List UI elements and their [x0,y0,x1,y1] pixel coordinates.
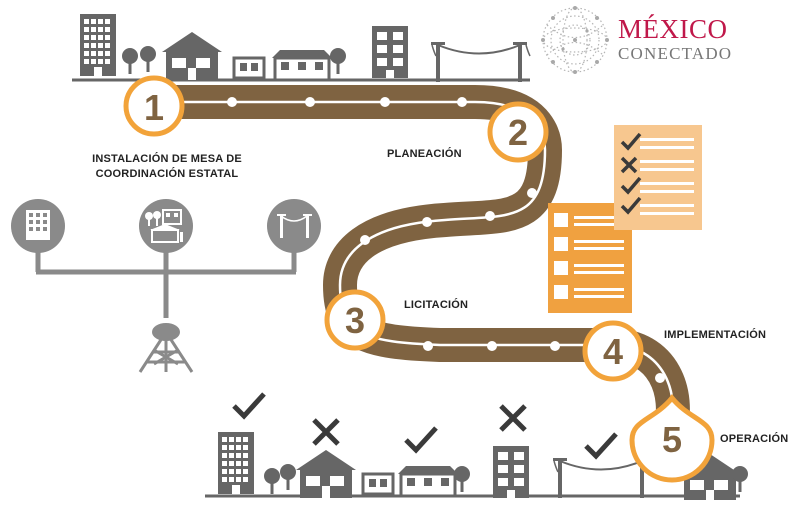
step-1-label-line: INSTALACIÓN DE MESA DE [92,153,242,165]
step-4-label: IMPLEMENTACIÓN [664,329,767,341]
top-skyline [72,14,531,83]
apartment-icon [493,446,529,498]
power-line-icon [430,41,531,83]
step-marker-3: 3 [324,289,386,351]
check-icon [234,394,264,416]
check-icon [406,428,436,450]
house-icon [296,450,356,498]
step-number: 1 [144,87,164,128]
checklist-icon [548,125,702,313]
tree-icon [264,468,280,494]
step-2-label: PLANEACIÓN [387,148,462,160]
step-marker-4: 4 [582,320,644,382]
office-building-icon [218,432,254,494]
apartment-icon [372,26,408,78]
step-1-label-line: COORDINACIÓN ESTATAL [95,168,239,180]
step-number: 5 [662,419,682,460]
road-waypoints [227,97,665,383]
step-3-label: LICITACIÓN [404,299,469,311]
antenna-tower-icon [138,323,194,373]
tree-icon [140,46,156,72]
step-number: 3 [345,300,365,341]
school-icon [396,464,460,498]
status-marks [234,394,616,456]
step-number: 2 [508,112,528,153]
bottom-skyline [205,432,748,502]
house-icon [162,32,222,80]
cross-icon [314,420,338,444]
step-marker-5: 5 [629,394,715,483]
step-1-label: INSTALACIÓN DE MESA DE COORDINACIÓN ESTA… [72,152,262,182]
office-building-icon [80,14,116,76]
tree-icon [330,48,346,74]
brand-subtitle: CONECTADO [618,44,733,63]
cross-icon [501,406,525,430]
network-diagram [11,199,321,373]
shed-icon [232,56,266,80]
tree-icon [122,48,138,74]
brand-title: MÉXICO [618,14,728,44]
step-marker-2: 2 [487,101,549,163]
shed-icon [361,472,395,496]
school-icon [270,48,334,82]
check-icon [586,434,616,456]
step-marker-1: 1 [123,75,185,137]
powerline-node-icon [267,199,321,253]
tree-icon [280,464,296,490]
dotted-globe-icon [541,6,609,74]
step-number: 4 [603,331,623,372]
step-5-label: OPERACIÓN [720,433,789,445]
